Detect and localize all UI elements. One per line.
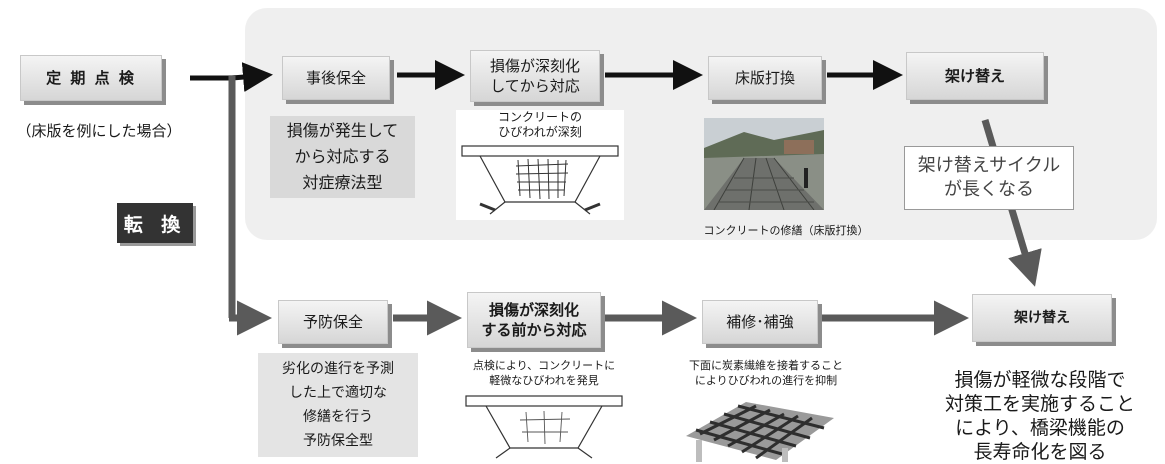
reactive-step-1: 事後保全 xyxy=(282,56,390,100)
arrow-to-reactive xyxy=(231,62,273,93)
slab-replacement-photo xyxy=(704,118,824,210)
preventive-description: 劣化の進行を予測 した上で適切な 修繕を行う 予防保全型 xyxy=(258,353,418,457)
slab-replacement-photo-drawing xyxy=(704,118,824,210)
slab-replacement-photo-caption: コンクリートの修繕（床版打換） xyxy=(703,224,869,237)
preventive-step-4: 架け替え xyxy=(972,294,1112,342)
preventive-outcome: 損傷が軽微な段階で 対策工を実施すること により、橋梁機能の 長寿命化を図る xyxy=(944,369,1135,463)
inspection-box: 定 期 点 検 xyxy=(20,55,162,101)
cycle-callout: 架け替えサイクル が長くなる xyxy=(904,146,1074,210)
reactive-step-2: 損傷が深刻化 してから対応 xyxy=(470,50,600,102)
reactive-step-3: 床版打換 xyxy=(708,56,822,100)
carbon-fiber-caption: 下面に炭素繊維を接着すること によりひびわれの進行を抑制 xyxy=(689,359,843,387)
inspection-note: （床版を例にした場合） xyxy=(16,122,182,140)
reactive-illustration-caption: コンクリートの ひびわれが深刻 xyxy=(497,110,582,139)
preventive-step-1: 予防保全 xyxy=(278,300,388,344)
severe-crack-drawing xyxy=(461,145,619,215)
minor-crack-illustration: 点検により、コンクリートに 軽微なひびわれを発見 xyxy=(458,358,630,462)
minor-crack-drawing xyxy=(465,395,623,459)
reactive-description: 損傷が発生して から対応する 対症療法型 xyxy=(270,116,415,198)
reactive-illustration: コンクリートの ひびわれが深刻 xyxy=(456,110,624,220)
reactive-step-4: 架け替え xyxy=(906,52,1044,100)
preventive-step-3: 補修･補強 xyxy=(702,300,818,344)
preventive-step-2: 損傷が深刻化 する前から対応 xyxy=(467,292,601,348)
carbon-fiber-photo xyxy=(686,402,834,462)
carbon-fiber-illustration: 下面に炭素繊維を接着すること によりひびわれの進行を抑制 xyxy=(668,358,864,464)
switch-label: 転 換 xyxy=(117,203,193,243)
minor-crack-caption: 点検により、コンクリートに 軽微なひびわれを発見 xyxy=(472,359,616,387)
